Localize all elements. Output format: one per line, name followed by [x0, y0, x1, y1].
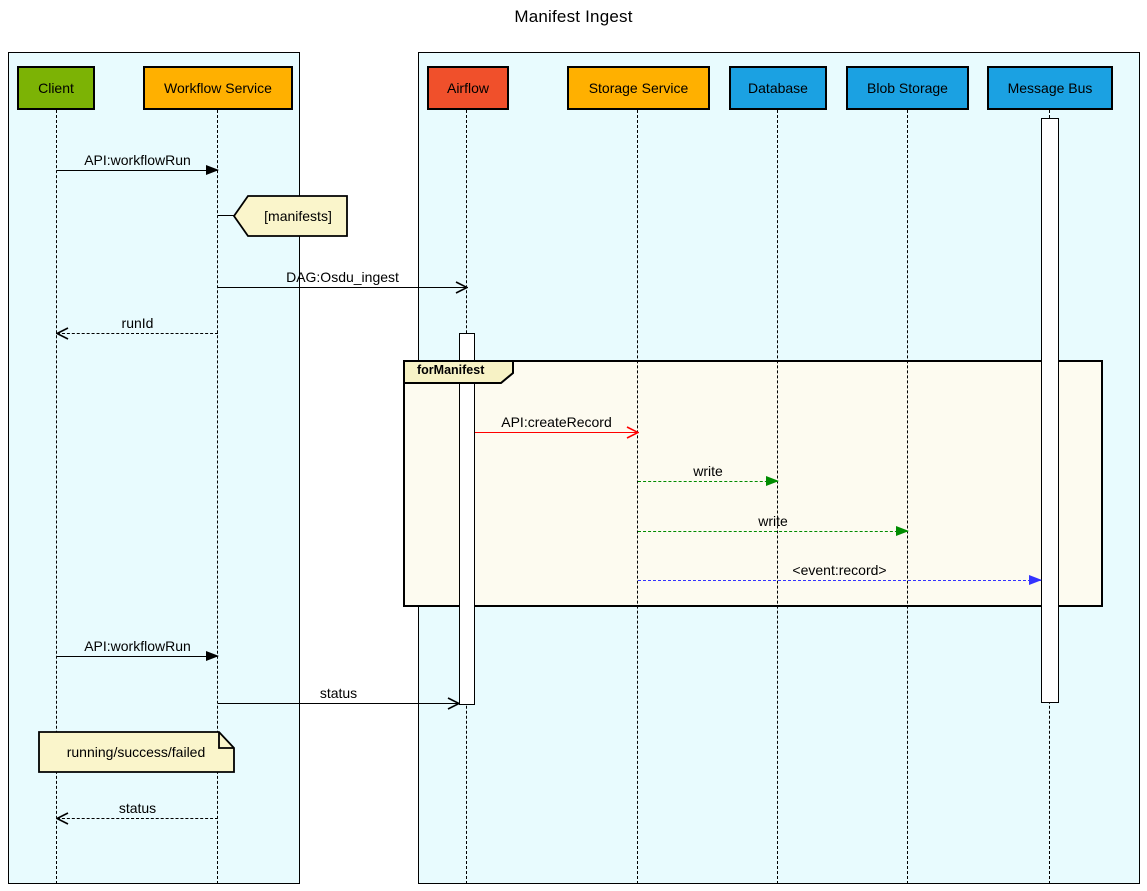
message-label: API:createRecord: [501, 414, 612, 430]
filled-arrowhead-icon: [206, 165, 219, 175]
message-label: runId: [121, 315, 154, 331]
status-note: [38, 731, 236, 779]
message-dag-osdu-ingest: DAG:Osdu_ingest: [218, 265, 468, 294]
participant-client: Client: [17, 66, 95, 110]
lifeline-blob-storage: [907, 110, 908, 884]
participant-airflow: Airflow: [427, 66, 509, 110]
formanifest-tab: forManifest: [403, 360, 516, 385]
message-status-return: status: [56, 796, 218, 825]
open-arrowhead-icon: [56, 327, 69, 340]
lifeline-client: [56, 110, 57, 884]
participant-blob-storage: Blob Storage: [846, 66, 969, 110]
note-connector: [218, 215, 234, 216]
lifeline-database: [777, 110, 778, 884]
status-note-label: running/success/failed: [66, 744, 206, 760]
manifests-note: [232, 194, 349, 243]
participant-label: Message Bus: [1007, 80, 1093, 96]
diagram-title: Manifest Ingest: [514, 7, 633, 26]
activation-airflow: [459, 333, 475, 705]
participant-label: Database: [748, 80, 808, 96]
participant-storage-service: Storage Service: [567, 66, 710, 110]
filled-arrowhead-icon: [896, 526, 909, 536]
message-line: [57, 333, 218, 334]
message-label: write: [758, 513, 788, 529]
participant-label: Workflow Service: [164, 80, 272, 96]
hexagon-note-shape: [232, 195, 348, 237]
message-api-workflowrun-status-request: API:workflowRun: [57, 634, 219, 661]
manifests-note-label: [manifests]: [264, 208, 332, 224]
message-line: [57, 656, 218, 657]
message-runid-return: runId: [56, 311, 218, 340]
participant-message-bus: Message Bus: [987, 66, 1113, 110]
loop-tab-shape: [403, 360, 514, 384]
message-line: [638, 531, 908, 532]
message-line: [638, 580, 1041, 581]
lifeline-workflow-service: [217, 110, 218, 884]
message-label: status: [319, 685, 358, 701]
message-line: [475, 432, 638, 433]
message-line: [57, 170, 218, 171]
message-status-to-airflow: status: [218, 681, 460, 710]
lifeline-storage-service: [637, 110, 638, 884]
participant-label: Storage Service: [588, 80, 689, 96]
folded-note-shape: [38, 731, 235, 773]
participant-label: Blob Storage: [867, 80, 948, 96]
filled-arrowhead-icon: [766, 476, 779, 486]
message-event-record: <event:record>: [638, 558, 1042, 585]
message-line: [218, 703, 459, 704]
loop-label: forManifest: [417, 363, 485, 377]
participant-label: Airflow: [446, 80, 489, 96]
message-write-database: write: [638, 459, 779, 486]
message-line: [57, 818, 218, 819]
message-label: API:workflowRun: [84, 638, 191, 654]
filled-arrowhead-icon: [206, 651, 219, 661]
open-arrowhead-icon: [626, 426, 639, 439]
open-arrowhead-icon: [455, 281, 468, 294]
participant-database: Database: [729, 66, 827, 110]
message-label: status: [118, 800, 157, 816]
formanifest-frame: [403, 360, 1103, 607]
message-label: <event:record>: [792, 562, 887, 578]
message-label: write: [693, 463, 723, 479]
activation-message-bus: [1041, 118, 1059, 703]
message-api-workflowrun-request: API:workflowRun: [57, 148, 219, 175]
message-line: [638, 481, 778, 482]
message-label: API:workflowRun: [84, 152, 191, 168]
filled-arrowhead-icon: [1029, 575, 1042, 585]
message-write-blob-storage: write: [638, 509, 909, 536]
open-arrowhead-icon: [447, 697, 460, 710]
participant-label: Client: [38, 80, 74, 96]
message-api-createrecord: API:createRecord: [475, 410, 639, 439]
message-line: [218, 287, 467, 288]
message-label: DAG:Osdu_ingest: [286, 269, 399, 285]
participant-workflow-service: Workflow Service: [143, 66, 293, 110]
open-arrowhead-icon: [56, 812, 69, 825]
